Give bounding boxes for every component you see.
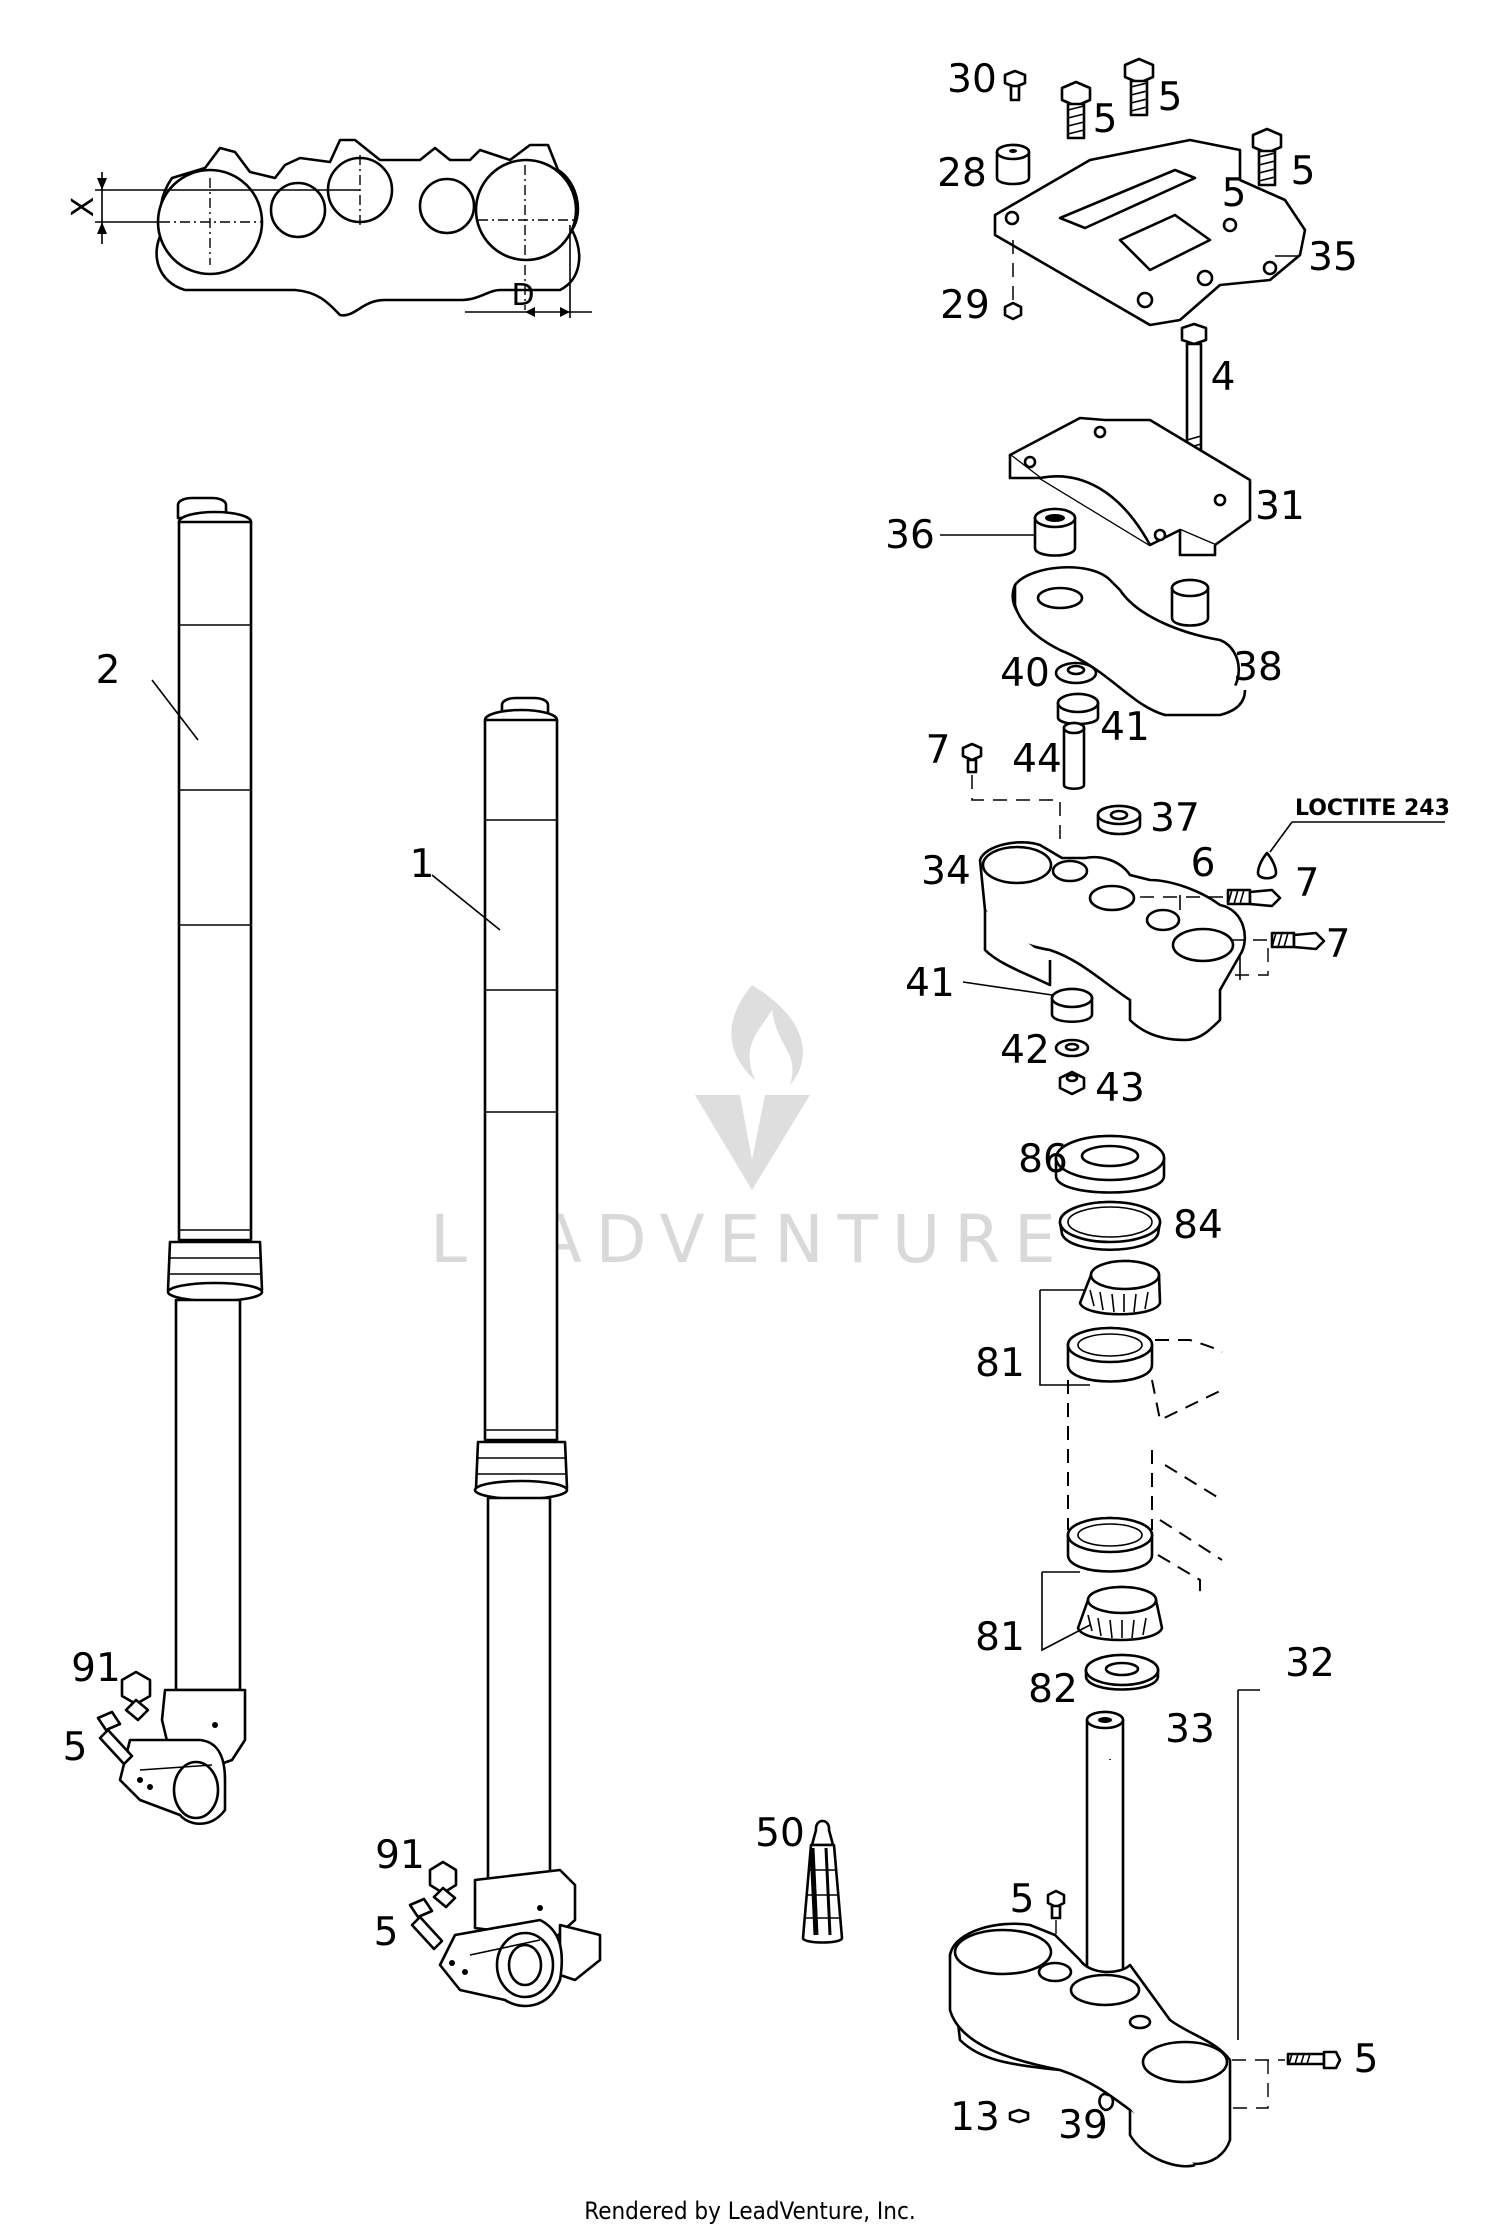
bolt-7a — [961, 742, 983, 774]
race-81-lower — [1066, 1516, 1154, 1573]
callout-34: 34 — [921, 849, 971, 894]
loctite-drop — [1256, 851, 1278, 880]
screw-13 — [1008, 2108, 1030, 2124]
callout-29: 29 — [940, 283, 990, 328]
bolt-91-leg1 — [428, 1860, 458, 1909]
bolt-5-mount-a — [1060, 80, 1092, 140]
washer-40 — [1054, 661, 1098, 685]
race-81-upper — [1066, 1326, 1154, 1383]
triple-clamp-offset-view: X D — [66, 138, 592, 318]
leader-lines — [151, 255, 1300, 1760]
callout-28: 28 — [937, 151, 987, 196]
callout-37: 37 — [1150, 796, 1200, 841]
callout-38: 38 — [1233, 645, 1283, 690]
bolt-5-lower-clamp — [1046, 1889, 1066, 1920]
callout-5a: 5 — [1093, 97, 1118, 142]
callout-43: 43 — [1095, 1066, 1145, 1111]
bolt-91-leg2 — [120, 1670, 152, 1722]
callout-4: 4 — [1211, 355, 1236, 400]
callout-5c: 5 — [1222, 171, 1247, 216]
dust-seal-86 — [1054, 1134, 1166, 1194]
callout-84: 84 — [1173, 1203, 1223, 1248]
callout-41b: 41 — [905, 961, 955, 1006]
dashed-guide-lower — [1232, 2059, 1285, 2109]
callout-41a: 41 — [1100, 705, 1150, 750]
callout-6: 6 — [1191, 841, 1216, 886]
callout-7c: 7 — [1326, 922, 1351, 967]
rubber-41a — [1056, 692, 1100, 726]
bracket-81-lower — [1041, 1572, 1091, 1652]
nut-29 — [1003, 301, 1023, 321]
callout-5g: 5 — [1010, 1877, 1035, 1922]
loctite-note: LOCTITE 243 — [1295, 796, 1450, 821]
grease-bottle-50 — [801, 1819, 844, 1944]
lower-triple-clamp-32 — [948, 1922, 1232, 2168]
loctite-leader — [1269, 821, 1445, 853]
dimension-x-label: X — [66, 197, 101, 218]
upper-triple-clamp-34 — [978, 841, 1247, 1042]
callout-40: 40 — [1000, 651, 1050, 696]
callout-33: 33 — [1165, 1707, 1215, 1752]
callout-13: 13 — [950, 2095, 1000, 2140]
nut-37 — [1096, 804, 1142, 836]
bolt-5-leg2 — [96, 1710, 134, 1766]
bolt-30 — [1003, 69, 1027, 102]
handlebar-plate-35 — [993, 138, 1307, 327]
callout-91b: 91 — [375, 1833, 425, 1878]
dimension-d-label: D — [511, 278, 534, 313]
callout-7a: 7 — [926, 728, 951, 773]
footer-text: Rendered by LeadVenture, Inc. — [584, 2197, 915, 2225]
ring-84 — [1058, 1200, 1162, 1252]
spacer-28 — [995, 143, 1031, 186]
callout-81a: 81 — [975, 1341, 1025, 1386]
callout-5e: 5 — [63, 1725, 88, 1770]
bolt-5-mount-d — [1251, 127, 1283, 187]
callout-5d: 5 — [1291, 149, 1316, 194]
seal-82 — [1084, 1653, 1160, 1691]
callout-42: 42 — [1000, 1028, 1050, 1073]
callout-5h: 5 — [1354, 2037, 1379, 2082]
callout-39: 39 — [1058, 2103, 1108, 2148]
bolt-5-leg1 — [408, 1897, 444, 1951]
bolt-7b — [1226, 888, 1282, 908]
frame-head-tube-outline — [1067, 1339, 1223, 1600]
fork-leg-1 — [438, 696, 602, 2008]
bolt-7c — [1270, 931, 1326, 951]
callout-86: 86 — [1018, 1137, 1068, 1182]
callout-30: 30 — [947, 57, 997, 102]
fork-leg-2 — [118, 496, 264, 1826]
callout-35: 35 — [1308, 235, 1358, 280]
spacer-36b — [1170, 578, 1210, 627]
callout-1: 1 — [410, 842, 435, 887]
bolt-5-mount-b — [1123, 57, 1155, 117]
callout-5f: 5 — [374, 1910, 399, 1955]
callout-82: 82 — [1028, 1667, 1078, 1712]
clamp-31 — [1008, 416, 1252, 557]
bearing-81-lower — [1076, 1585, 1164, 1642]
callout-32: 32 — [1285, 1641, 1335, 1686]
bolt-5-lower-side — [1286, 2050, 1342, 2070]
callout-31: 31 — [1255, 484, 1305, 529]
steering-stem-33 — [1085, 1710, 1125, 1987]
lower-clamp-38 — [1011, 565, 1247, 717]
rubber-41b — [1050, 987, 1094, 1024]
spacer-36 — [1033, 507, 1077, 557]
bearing-81-upper — [1078, 1259, 1162, 1316]
callout-81b: 81 — [975, 1615, 1025, 1660]
sleeve-44 — [1062, 721, 1086, 791]
callout-44: 44 — [1012, 737, 1062, 782]
bracket-81-upper — [1039, 1290, 1090, 1386]
callout-50: 50 — [755, 1811, 805, 1856]
nut-43 — [1058, 1070, 1086, 1096]
callout-2: 2 — [96, 648, 121, 693]
callout-36: 36 — [885, 513, 935, 558]
washer-42 — [1054, 1038, 1090, 1058]
callout-7b: 7 — [1295, 861, 1320, 906]
callout-91a: 91 — [71, 1646, 121, 1691]
dashed-guide-7a — [971, 775, 1061, 840]
callout-labels: 30 5 5 28 5 5 35 29 4 31 36 38 40 41 7 4… — [63, 57, 1379, 2148]
dashed-guide-7c — [1230, 939, 1269, 976]
callout-5b: 5 — [1158, 75, 1183, 120]
